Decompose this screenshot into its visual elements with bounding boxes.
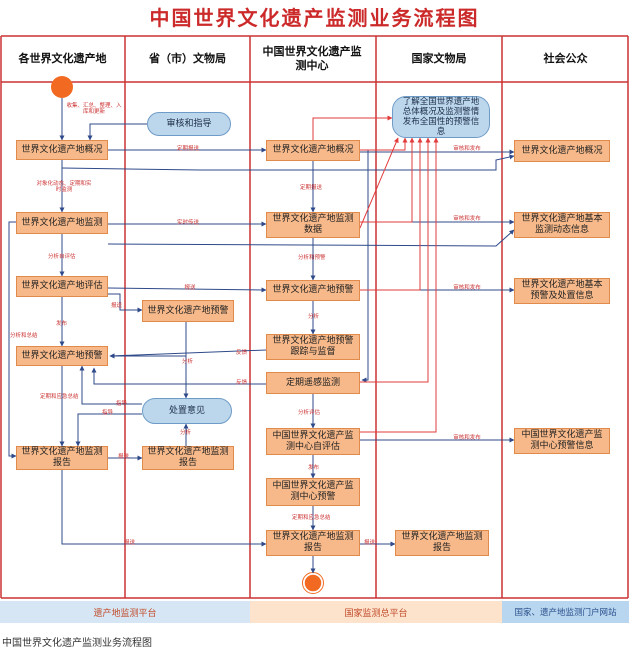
- node-center-data: 世界文化遗产地监测数据: [266, 212, 360, 238]
- footer-band-left: [0, 601, 250, 623]
- diagram-title: 中国世界文化遗产监测业务流程图: [149, 6, 480, 30]
- footer-band-middle: [250, 601, 502, 623]
- label-center-analysis-eval: 分析评估: [298, 410, 321, 416]
- label-feedback-2: 反馈: [236, 380, 248, 386]
- label-analysis-prov-2: 分析: [180, 430, 192, 436]
- label-periodic-summary: 定期和应急总结: [40, 394, 79, 400]
- label-review-pub-4: 审核和发布: [453, 435, 481, 441]
- lane-header-center: 中国世界文化遗产监测中心: [262, 45, 362, 72]
- node-center-report: 世界文化遗产地监测报告: [266, 530, 360, 556]
- node-public-center: 中国世界文化遗产监测中心预警信息: [514, 428, 610, 454]
- label-report-up: 报送: [184, 285, 196, 291]
- label-center-publish: 发布: [308, 465, 320, 471]
- node-prov-warning: 世界文化遗产地预警: [142, 300, 234, 322]
- label-selfeval: 分析自评估: [48, 254, 76, 260]
- lane-header-national: 国家文物局: [411, 52, 467, 65]
- label-report-prov-2: 报送: [118, 454, 130, 460]
- start-node: [51, 76, 73, 98]
- label-guide-1: 指导: [116, 401, 128, 407]
- node-site-eval: 世界文化遗产地评估: [16, 276, 108, 297]
- node-public-overview: 世界文化遗产地概况: [514, 140, 610, 162]
- node-center-selfeval: 中国世界文化遗产监测中心自评估: [266, 428, 360, 455]
- node-prov-review: 审核和指导: [147, 112, 231, 136]
- label-publish: 发布: [56, 321, 68, 327]
- node-center-track: 世界文化遗产地预警跟踪与监督: [266, 334, 360, 360]
- label-center-submit: 定期报送: [300, 185, 323, 191]
- lane-header-province: 省（市）文物局: [149, 52, 226, 65]
- footer-site-platform: 遗产地监测平台: [93, 608, 157, 619]
- node-center-remote: 定期遥感监测: [266, 372, 360, 394]
- node-center-centerwarn: 中国世界文化遗产监测中心预警: [266, 478, 360, 506]
- node-site-report: 世界文化遗产地监测报告: [16, 446, 108, 470]
- node-public-dynamic: 世界文化遗产地基本监测动态信息: [514, 212, 610, 238]
- footer-portal: 国家、遗产地监测门户网站: [514, 608, 617, 618]
- node-public-warning: 世界文化遗产地基本预警及处置信息: [514, 278, 610, 304]
- node-site-overview: 世界文化遗产地概况: [16, 140, 108, 160]
- label-collect: 收集、汇总、整理、入库和更新: [66, 103, 122, 115]
- node-center-overview: 世界文化遗产地概况: [266, 140, 360, 161]
- figure-caption: 中国世界文化遗产监测业务流程图: [2, 638, 152, 649]
- label-review-pub-3: 审核和发布: [453, 285, 481, 291]
- label-center-periodic: 定期和应急总结: [292, 515, 331, 521]
- label-feedback-1: 反馈: [236, 350, 248, 356]
- label-guide-2: 指导: [102, 410, 114, 416]
- end-node: [303, 573, 323, 593]
- label-center-report: 报送: [364, 540, 376, 546]
- label-analysis-prov-1: 分析: [182, 359, 194, 365]
- node-national-learn: 了解全国世界遗产地总体概况及监测警情发布全国性的预警信息: [392, 96, 490, 138]
- label-center-analysis: 分析: [308, 314, 320, 320]
- lane-header-sites: 各世界文化遗产地: [18, 52, 107, 65]
- label-review-pub-2: 审核和发布: [453, 216, 481, 222]
- label-center-analysis-warn: 分析和预警: [298, 255, 326, 261]
- node-center-warning: 世界文化遗产地预警: [266, 280, 360, 301]
- label-dynamic: 对象化动态、定期和实时监测: [36, 181, 92, 193]
- footer-band-right: [502, 601, 629, 623]
- label-submit-1: 定期报送: [176, 146, 200, 152]
- node-site-monitor: 世界文化遗产地监测: [16, 212, 108, 234]
- node-prov-report: 世界文化遗产地监测报告: [142, 446, 234, 470]
- label-analysis-summary: 分析和总结: [10, 333, 38, 339]
- node-prov-opinion: 处置意见: [142, 398, 232, 424]
- label-review-pub-1: 审核和发布: [453, 146, 481, 152]
- node-national-report: 世界文化遗产地监测报告: [395, 530, 489, 556]
- node-site-warning: 世界文化遗产地预警: [16, 346, 108, 366]
- label-realtime: 实时传送: [176, 220, 200, 226]
- footer-national-platform: 国家监测总平台: [344, 608, 408, 619]
- label-report-prov: 报送: [111, 303, 123, 309]
- lane-header-public: 社会公众: [543, 52, 588, 65]
- label-report-final: 报送: [124, 540, 136, 546]
